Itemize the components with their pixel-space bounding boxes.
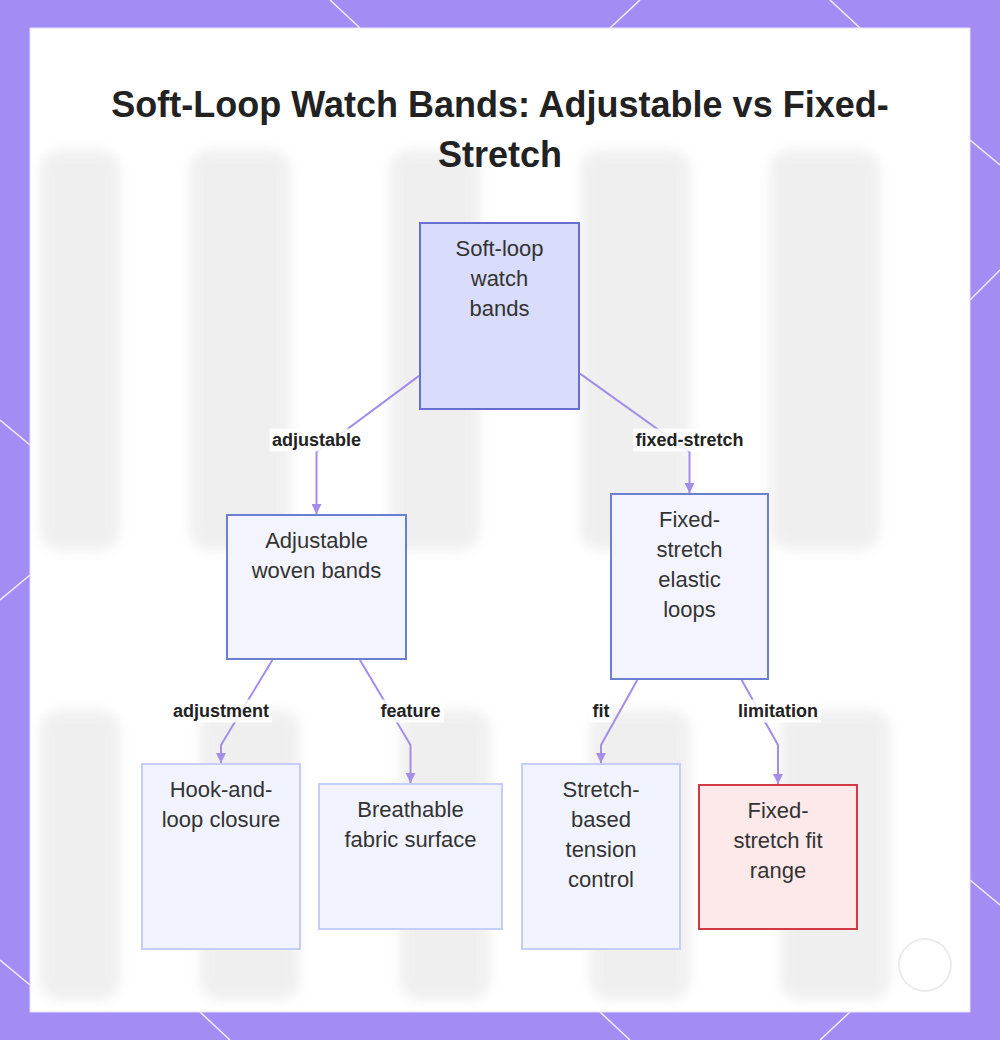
edge-label: fit <box>590 700 613 723</box>
concept-box: Adjustable woven bands <box>226 514 407 660</box>
white-panel <box>30 28 970 1012</box>
node-text: Stretch-based tension control <box>543 775 659 895</box>
connector-arrow <box>742 680 778 784</box>
edge-label: limitation <box>735 700 821 723</box>
edge-label: adjustable <box>269 429 364 452</box>
edge-label: feature <box>377 700 443 723</box>
node-text: Fixed-stretch elastic loops <box>632 505 747 625</box>
edge-label: adjustment <box>170 700 272 723</box>
blurred-band-photos <box>40 150 890 1000</box>
concept-box: Hook-and-loop closure <box>141 763 301 950</box>
concept-box: Stretch-based tension control <box>521 763 681 950</box>
connector-arrow <box>317 376 420 514</box>
node-text: Adjustable woven bands <box>248 526 385 586</box>
connector-arrow <box>580 374 690 493</box>
diagram-title: Soft-Loop Watch Bands: Adjustable vs Fix… <box>100 80 900 180</box>
watermark-logo <box>899 939 951 991</box>
node-text: Breathable fabric surface <box>344 795 477 855</box>
limitation-box: Fixed-stretch fit range <box>698 784 858 930</box>
concept-box: Soft-loop watch bands <box>419 222 580 410</box>
concept-box: Fixed-stretch elastic loops <box>610 493 769 680</box>
node-text: Fixed-stretch fit range <box>720 796 836 886</box>
connector-arrow <box>601 680 637 763</box>
node-text: Soft-loop watch bands <box>441 234 558 324</box>
connector-arrow <box>360 660 411 783</box>
connector-arrow <box>221 660 272 763</box>
edge-label: fixed-stretch <box>632 429 746 452</box>
node-text: Hook-and-loop closure <box>161 775 281 835</box>
concept-box: Breathable fabric surface <box>318 783 503 930</box>
